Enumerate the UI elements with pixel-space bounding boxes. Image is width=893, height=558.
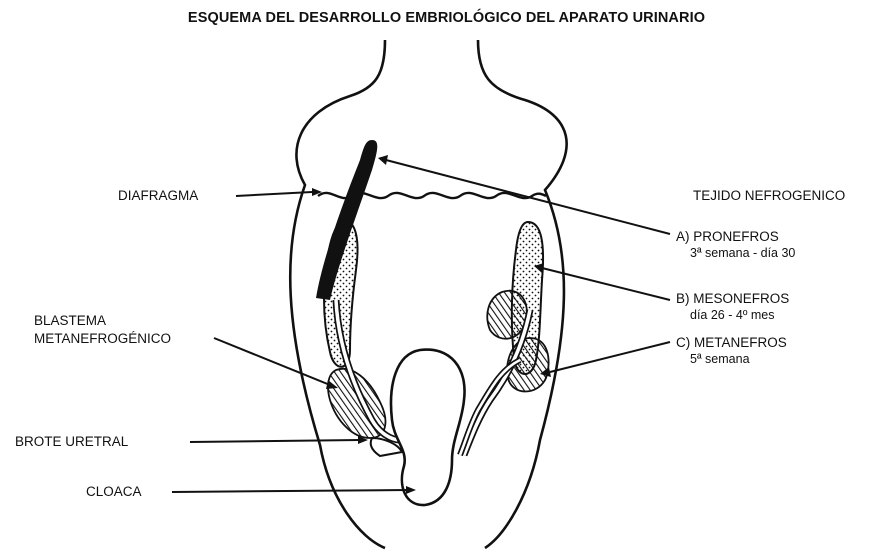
right-hatched-mass-upper — [487, 291, 527, 339]
label-metanefros-timing: 5ª semana — [690, 352, 750, 367]
label-blastema-line1: BLASTEMA — [34, 312, 106, 329]
leader-blastema — [214, 338, 330, 385]
label-mesonefros: B) MESONEFROS — [676, 290, 789, 307]
label-pronefros-timing: 3ª semana - día 30 — [690, 246, 795, 261]
label-mesonefros-timing: día 26 - 4º mes — [690, 308, 774, 323]
leader-cloaca — [172, 490, 408, 492]
label-metanefros: C) METANEFROS — [676, 334, 787, 351]
label-cloaca: CLOACA — [86, 483, 142, 500]
label-diafragma: DIAFRAGMA — [118, 187, 198, 204]
label-brote-uretral: BROTE URETRAL — [15, 433, 128, 450]
label-pronefros: A) PRONEFROS — [676, 228, 779, 245]
label-tejido-nefrogenico: TEJIDO NEFROGENICO — [693, 187, 845, 204]
leader-mesonefros — [542, 268, 670, 300]
cloaca-shape — [391, 350, 465, 506]
leader-brote — [190, 440, 360, 442]
label-blastema-line2: METANEFROGÉNICO — [34, 330, 171, 347]
leader-metanefros — [550, 342, 670, 372]
